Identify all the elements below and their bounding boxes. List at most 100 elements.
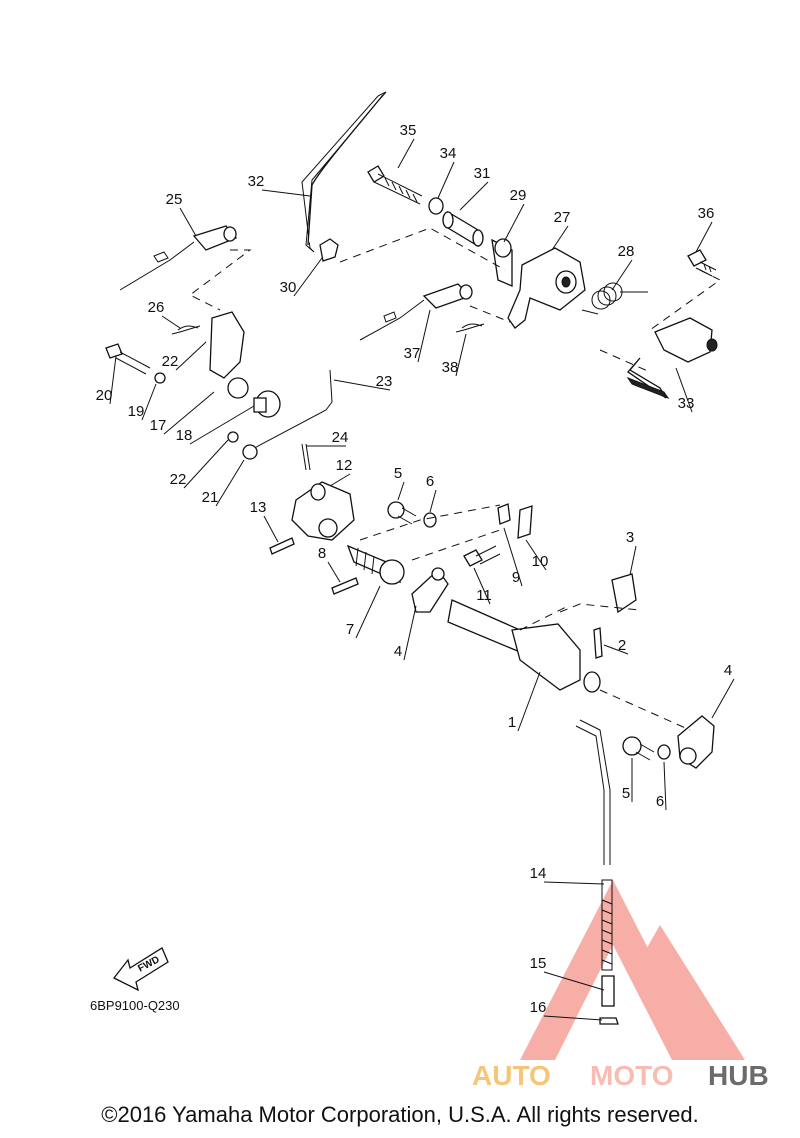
callout-33: 33 <box>675 367 694 413</box>
cable-end-37 <box>359 283 473 341</box>
spring-28 <box>581 282 648 315</box>
callout-number: 37 <box>404 345 421 362</box>
callout-number: 1 <box>508 714 516 731</box>
collar-31 <box>442 210 484 248</box>
pin-18 <box>253 390 281 418</box>
callout-number: 10 <box>532 553 549 570</box>
leader-line <box>473 567 491 605</box>
callout-number: 35 <box>400 122 417 139</box>
callout-number: 31 <box>474 165 491 182</box>
callout-12: 12 <box>329 457 353 487</box>
callout-number: 36 <box>698 205 715 222</box>
callout-number: 4 <box>724 662 732 679</box>
leader-line <box>543 1015 603 1021</box>
leader-line <box>261 189 311 197</box>
callout-number: 15 <box>530 955 547 972</box>
cable-end-25 <box>119 225 238 291</box>
bolt-11 <box>463 545 501 567</box>
callout-number: 3 <box>626 529 634 546</box>
callout-number: 13 <box>250 499 267 516</box>
leader-line <box>711 678 735 719</box>
callout-38: 38 <box>442 333 467 377</box>
callout-8: 8 <box>318 545 341 583</box>
callout-10: 10 <box>525 539 549 571</box>
callout-number: 28 <box>618 243 635 260</box>
bracket-3 <box>611 573 637 614</box>
leader-line <box>663 761 667 811</box>
callout-13: 13 <box>250 499 279 543</box>
lever-4-lower <box>677 715 715 769</box>
callout-6: 6 <box>656 761 667 811</box>
leader-line <box>695 221 713 253</box>
leader-line <box>551 225 569 251</box>
callout-29: 29 <box>503 187 527 243</box>
leader-line <box>333 379 391 391</box>
washer-6-lower <box>657 744 671 760</box>
leader-line <box>397 481 405 501</box>
clip-38 <box>455 323 485 333</box>
callout-number: 7 <box>346 621 354 638</box>
leader-line <box>141 383 157 421</box>
callout-32: 32 <box>248 173 311 197</box>
callout-35: 35 <box>397 122 417 169</box>
leader-line <box>429 489 437 513</box>
leader-line <box>293 257 323 297</box>
callout-4: 4 <box>394 605 417 661</box>
callout-number: 5 <box>622 785 630 802</box>
lower-linkage <box>447 573 715 1025</box>
callout-number: 6 <box>656 793 664 810</box>
leader-line <box>397 138 415 169</box>
leader-line <box>543 881 605 885</box>
fwd-arrow-icon: FWD <box>113 947 169 992</box>
callout-37: 37 <box>404 309 431 363</box>
leader-line <box>327 561 341 583</box>
callout-36: 36 <box>695 205 715 253</box>
bolt-35 <box>367 165 423 205</box>
copyright-notice: ©2016 Yamaha Motor Corporation, U.S.A. A… <box>101 1102 699 1127</box>
callout-number: 24 <box>332 429 349 446</box>
bracket-12 <box>291 481 355 541</box>
callout-2: 2 <box>603 637 629 655</box>
callout-16: 16 <box>530 999 603 1021</box>
callout-number: 16 <box>530 999 547 1016</box>
pin-13 <box>269 537 295 555</box>
leader-line <box>329 473 351 487</box>
callout-25: 25 <box>166 191 197 237</box>
callout-14: 14 <box>530 865 605 885</box>
washer-6-upper <box>423 512 437 528</box>
cam-arm-27 <box>507 247 586 329</box>
callout-number: 29 <box>510 187 527 204</box>
leader-line <box>175 341 207 371</box>
callout-11: 11 <box>473 567 492 605</box>
callout-22: 22 <box>170 439 229 489</box>
pin-2 <box>593 627 603 659</box>
callout-number: 14 <box>530 865 547 882</box>
leader-line <box>163 391 215 435</box>
callout-27: 27 <box>551 209 571 251</box>
callout-number: 12 <box>336 457 353 474</box>
callout-number: 8 <box>318 545 326 562</box>
callout-24: 24 <box>306 429 349 447</box>
washer-21 <box>242 444 258 460</box>
automotohub-logo: AUTO MOTO HUB <box>472 880 769 1091</box>
part-code: 6BP9100-Q230 <box>90 998 180 1013</box>
callout-5: 5 <box>622 758 633 802</box>
washer-34 <box>428 197 444 215</box>
callout-number: 17 <box>150 417 167 434</box>
callout-number: 27 <box>554 209 571 226</box>
nut-16 <box>599 1017 619 1025</box>
lever-33 <box>626 317 718 400</box>
callout-number: 20 <box>96 387 113 404</box>
callout-number: 2 <box>618 637 626 654</box>
callout-21: 21 <box>202 459 245 507</box>
logo-text-auto: AUTO <box>472 1060 551 1091</box>
mid-linkage <box>269 481 533 613</box>
leader-line <box>183 439 229 489</box>
callout-26: 26 <box>148 299 181 329</box>
callout-number: 26 <box>148 299 165 316</box>
callout-5: 5 <box>394 465 405 501</box>
callout-number: 4 <box>394 643 402 660</box>
leader-line <box>417 309 431 363</box>
washer-22 <box>227 431 239 443</box>
leader-line <box>603 644 629 655</box>
